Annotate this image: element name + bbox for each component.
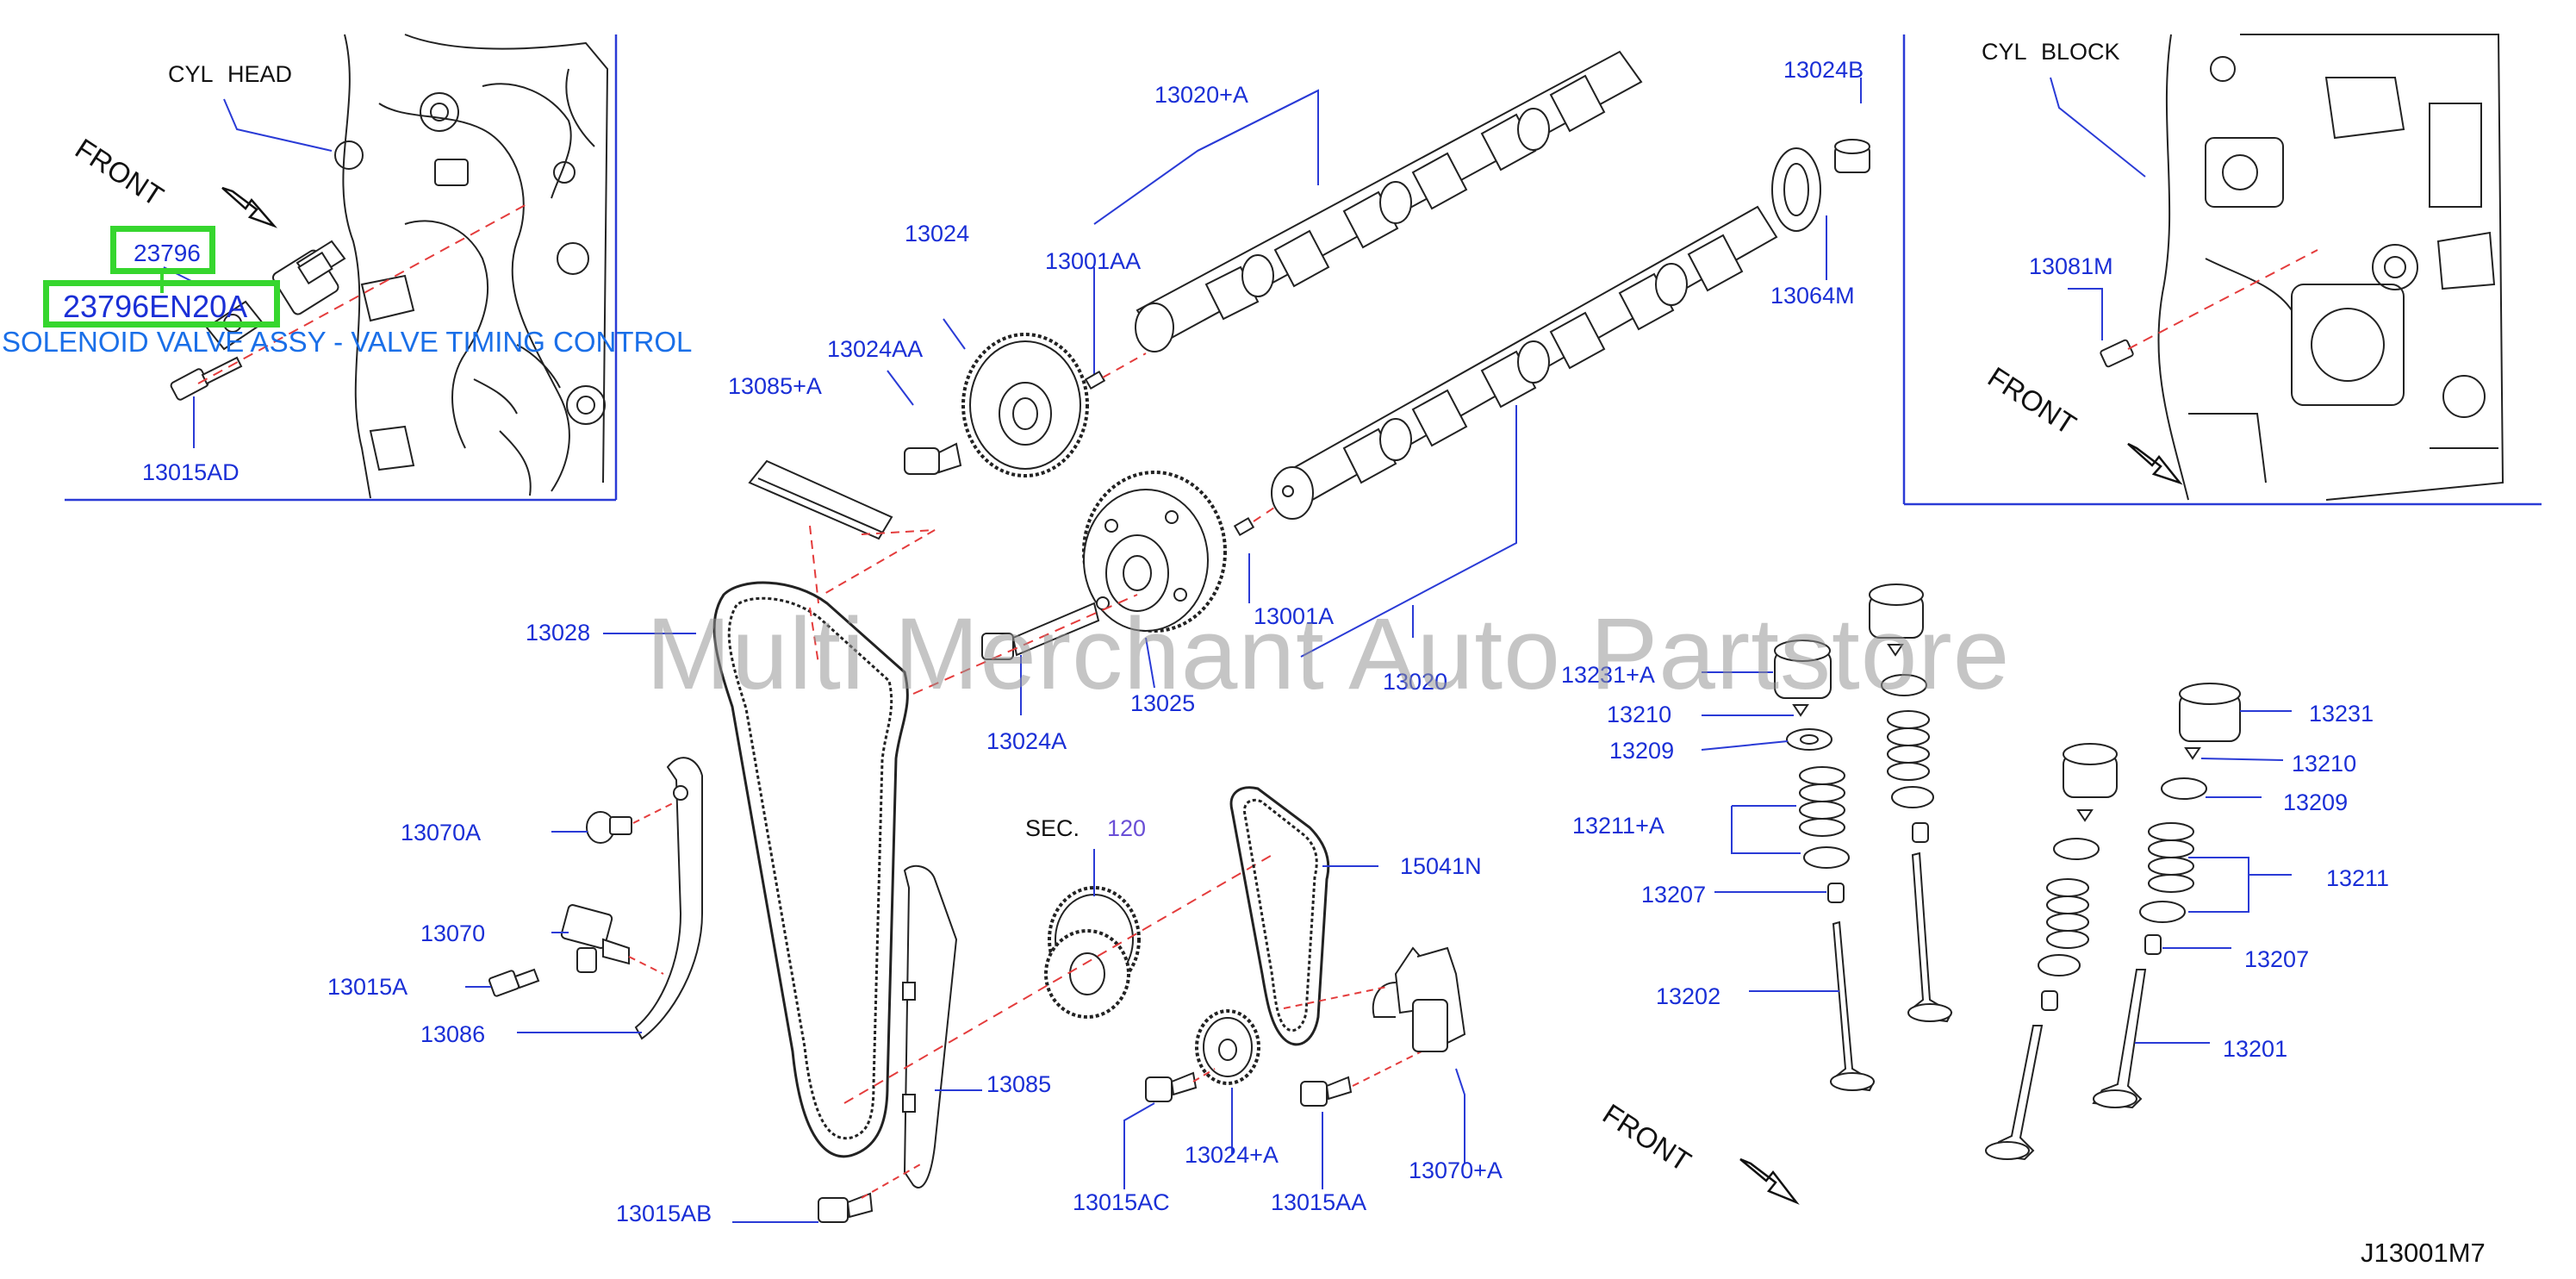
vtc-sprocket-13025 [1082, 471, 1227, 633]
valve-train-left [1774, 640, 1876, 1092]
label-13020A: 13020+A [1154, 82, 1248, 108]
cyl-head-inset [65, 34, 618, 502]
label-sec-number: 120 [1107, 815, 1147, 841]
bolt-13015AD [170, 356, 243, 401]
label-sec: SEC. [1025, 815, 1080, 841]
bolt-13024A [981, 602, 1100, 660]
label-13001A: 13001A [1254, 603, 1335, 629]
label-13015AA: 13015AA [1271, 1189, 1367, 1215]
label-cyl-block: CYL BLOCK [1982, 39, 2120, 65]
oil-pump-tensioner [1372, 946, 1466, 1052]
label-15041N: 15041N [1400, 853, 1482, 879]
label-13209-left: 13209 [1609, 738, 1675, 764]
front-arrow-2 [2127, 442, 2183, 485]
label-13024pA: 13024+A [1185, 1142, 1279, 1168]
label-13070A: 13070A [401, 820, 482, 845]
highlight-part-code: 23796EN20A [63, 289, 248, 324]
tensioner-arm-13086 [634, 757, 703, 1040]
tensioner-13070 [560, 904, 630, 973]
bolt-13015AB [818, 1192, 874, 1223]
highlight-part-number-box[interactable]: 23796 [110, 226, 215, 274]
part-13081M [2100, 339, 2134, 368]
camshaft-lower [1271, 205, 1778, 520]
part-13064M [1771, 147, 1821, 232]
label-13085: 13085 [986, 1071, 1052, 1097]
label-13210-right: 13210 [2292, 751, 2357, 777]
label-13201: 13201 [2223, 1036, 2288, 1062]
bolt-13015AA [1300, 1076, 1353, 1107]
camshaft-upper [1135, 50, 1643, 353]
oil-pump-chain-15041N [1229, 786, 1330, 1046]
label-13231A: 13231+A [1561, 662, 1655, 688]
label-13020: 13020 [1383, 669, 1448, 695]
diagram-code: J13001M7 [2361, 1238, 2486, 1268]
watermark: Multi Merchant Auto Partstore [646, 597, 2011, 711]
label-13015AB: 13015AB [616, 1201, 712, 1226]
label-13210-left: 13210 [1607, 702, 1672, 727]
valve-train-middle-left [1869, 583, 1953, 1023]
label-13202: 13202 [1656, 983, 1721, 1009]
label-13211: 13211 [2326, 865, 2390, 891]
label-13070: 13070 [420, 920, 486, 946]
label-13015AD: 13015AD [142, 459, 240, 485]
label-13085A: 13085+A [728, 373, 822, 399]
slack-guide-13085 [902, 864, 958, 1189]
label-13211A: 13211+A [1572, 813, 1664, 839]
label-13015AC: 13015AC [1073, 1189, 1170, 1215]
bolt-13070A [586, 811, 632, 844]
label-13086: 13086 [420, 1021, 486, 1047]
crank-sprocket [1044, 886, 1141, 1019]
front-arrow-1 [221, 186, 278, 228]
label-13081M: 13081M [2029, 253, 2113, 279]
label-13024A: 13024A [986, 728, 1067, 754]
label-13015A: 13015A [327, 974, 408, 1000]
label-13025: 13025 [1130, 690, 1196, 716]
part-13024B [1834, 139, 1870, 173]
highlight-part-number: 23796 [134, 240, 201, 266]
bolt-13015AC [1145, 1071, 1198, 1102]
label-13024: 13024 [905, 221, 970, 246]
label-13207-right: 13207 [2244, 946, 2310, 972]
label-13024AA: 13024AA [827, 336, 924, 362]
label-13070pA: 13070+A [1409, 1157, 1503, 1183]
oil-pump-sprocket [1195, 1009, 1260, 1085]
front-arrow-3 [1739, 1157, 1800, 1205]
label-13001AA: 13001AA [1045, 248, 1142, 274]
bolt-13024AA [904, 442, 962, 475]
timing-chain-13028 [712, 581, 909, 1158]
label-13231: 13231 [2309, 701, 2374, 727]
highlight-caption: SOLENOID VALVE ASSY - VALVE TIMING CONTR… [2, 326, 693, 358]
label-13064M: 13064M [1770, 283, 1855, 309]
cyl-block-inset [1902, 34, 2542, 506]
bolt-13015A [488, 968, 540, 997]
label-13028: 13028 [526, 620, 591, 646]
chain-guide-13085A [748, 459, 893, 540]
label-cyl-head: CYL HEAD [168, 61, 293, 87]
valve-train-middle-right [1985, 743, 2118, 1161]
label-13024B: 13024B [1783, 57, 1864, 83]
label-13207-left: 13207 [1641, 882, 1707, 908]
cam-sprocket-13024 [961, 333, 1089, 477]
valve-train-right [2092, 683, 2241, 1109]
label-13209-right: 13209 [2283, 789, 2349, 815]
highlight-part-code-box[interactable]: 23796EN20A [43, 280, 280, 328]
